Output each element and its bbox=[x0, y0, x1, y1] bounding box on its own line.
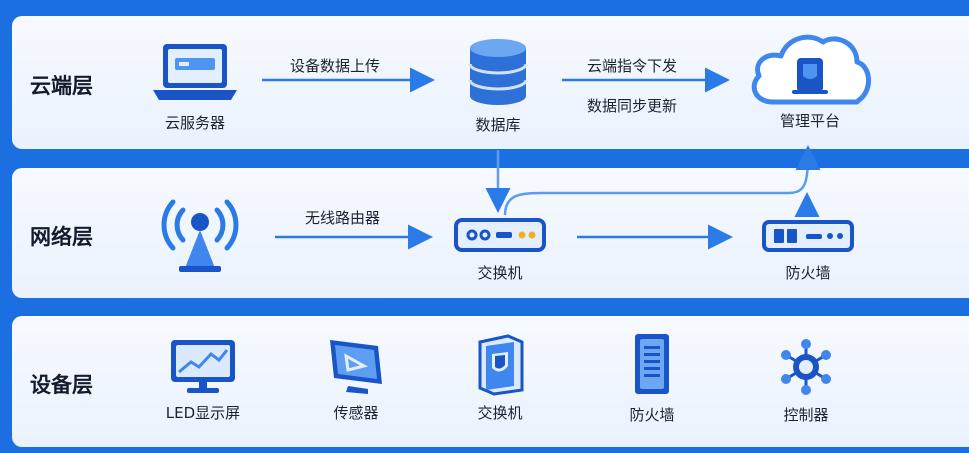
node-sensor: 传感器 bbox=[318, 334, 394, 423]
led-display-icon bbox=[171, 340, 235, 393]
node-led-display: LED显示屏 bbox=[158, 336, 248, 423]
node-database: 数据库 bbox=[458, 36, 538, 135]
cloud-layer-label: 云端层 bbox=[30, 74, 93, 98]
database-icon bbox=[468, 39, 528, 105]
node-wireless-tower bbox=[155, 188, 245, 276]
node-label: 云服务器 bbox=[164, 114, 225, 132]
firewall-tower-icon bbox=[635, 334, 669, 394]
controller-hub-icon bbox=[781, 339, 831, 395]
node-controller: 控制器 bbox=[766, 336, 846, 425]
device-layer-label: 设备层 bbox=[30, 373, 93, 397]
node-management-platform: 管理平台 bbox=[740, 28, 880, 131]
node-device-switch: 交换机 bbox=[462, 332, 538, 423]
node-device-firewall: 防火墙 bbox=[614, 330, 690, 425]
edge-label-command: 云端指令下发 bbox=[587, 57, 678, 75]
node-label: 防火墙 bbox=[629, 406, 675, 424]
cloud-platform-icon bbox=[751, 34, 871, 105]
switch-shield-icon bbox=[478, 334, 524, 396]
node-network-switch: 交换机 bbox=[452, 214, 548, 283]
firewall-router-icon bbox=[762, 220, 854, 252]
network-layer-label: 网络层 bbox=[30, 225, 93, 249]
sensor-monitor-icon bbox=[330, 340, 382, 394]
node-label: LED显示屏 bbox=[165, 404, 241, 422]
node-label: 交换机 bbox=[477, 404, 523, 422]
network-switch-icon bbox=[454, 218, 546, 252]
edge-label-upload: 设备数据上传 bbox=[290, 57, 381, 75]
arrow-switch-to-platform bbox=[503, 145, 821, 216]
wireless-tower-icon bbox=[161, 199, 239, 272]
edge-label-wireless-router: 无线路由器 bbox=[305, 209, 381, 227]
node-cloud-server: 云服务器 bbox=[140, 40, 250, 133]
node-label: 防火墙 bbox=[785, 264, 831, 282]
node-label: 交换机 bbox=[477, 264, 523, 282]
node-label: 控制器 bbox=[783, 406, 829, 424]
node-label: 管理平台 bbox=[779, 112, 840, 130]
node-label: 传感器 bbox=[333, 404, 379, 422]
laptop-server-icon bbox=[153, 44, 237, 100]
node-firewall-router: 防火墙 bbox=[760, 216, 856, 283]
node-label: 数据库 bbox=[475, 116, 521, 134]
edge-label-sync: 数据同步更新 bbox=[587, 97, 678, 115]
